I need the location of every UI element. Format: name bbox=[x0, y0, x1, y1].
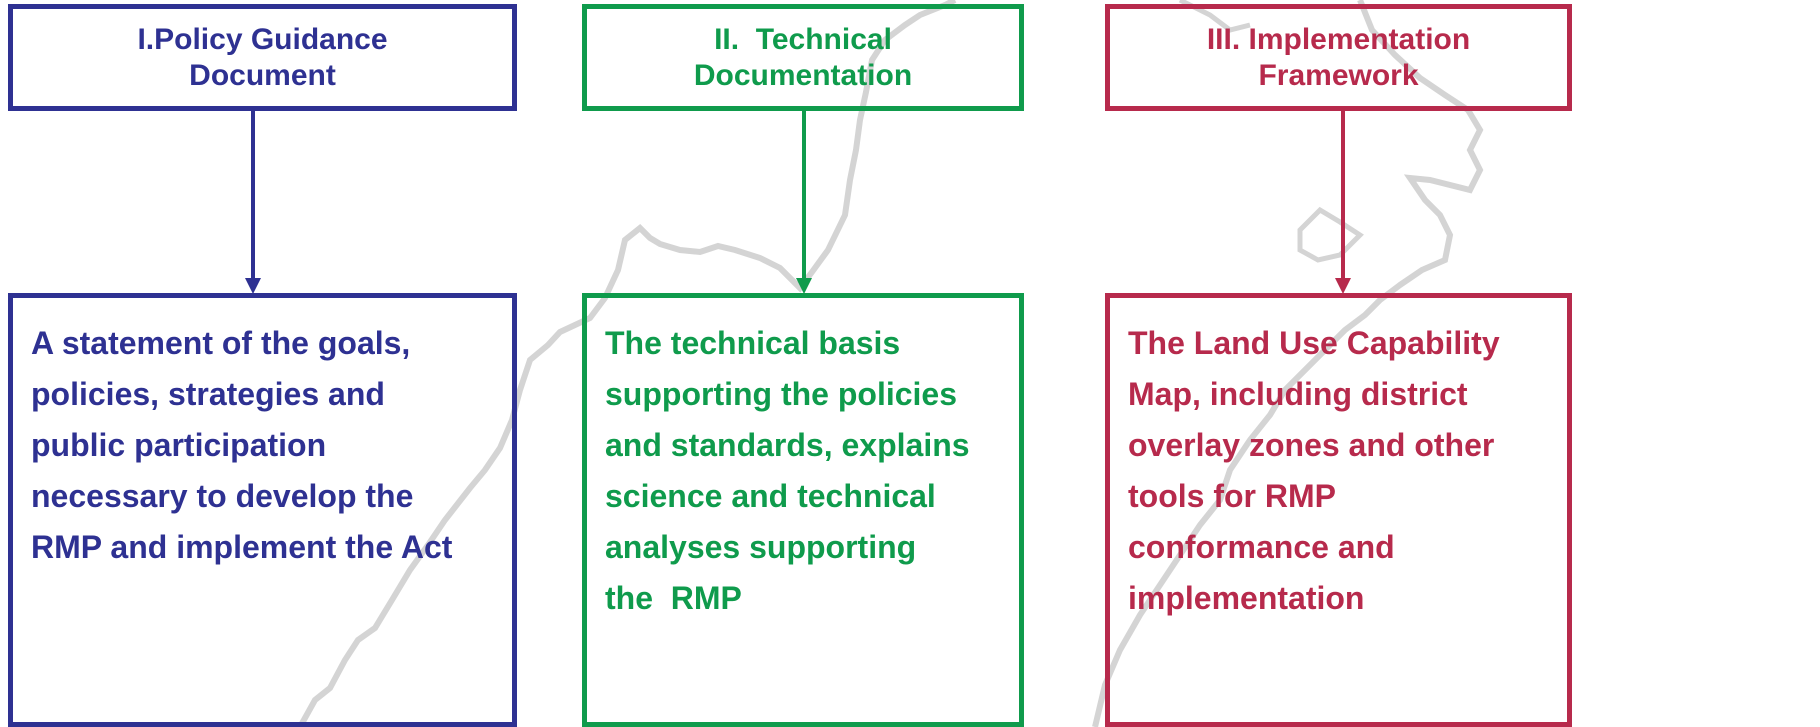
title-line: II. Technical bbox=[714, 22, 892, 56]
title-line: Document bbox=[189, 58, 336, 92]
body-line: supporting the policies bbox=[605, 376, 958, 412]
technical-documentation-title-box: II. Technical Documentation bbox=[582, 4, 1024, 111]
arrow-col1 bbox=[245, 111, 261, 294]
arrow-col3 bbox=[1335, 111, 1351, 294]
body-line: the RMP bbox=[605, 580, 742, 616]
technical-documentation-body-box: The technical basis supporting the polic… bbox=[582, 293, 1024, 727]
body-line: necessary to develop the bbox=[31, 478, 414, 514]
implementation-framework-body-box: The Land Use Capability Map, including d… bbox=[1105, 293, 1572, 727]
title-line: Framework bbox=[1258, 58, 1419, 92]
body-line: The Land Use Capability bbox=[1128, 325, 1500, 361]
title-line: III. Implementation bbox=[1206, 22, 1471, 56]
arrow-col2 bbox=[796, 111, 812, 294]
body-line: tools for RMP bbox=[1128, 478, 1336, 514]
body-line: policies, strategies and bbox=[31, 376, 385, 412]
body-line: Map, including district bbox=[1128, 376, 1468, 412]
body-line: science and technical bbox=[605, 478, 936, 514]
body-line: public participation bbox=[31, 427, 327, 463]
body-line: overlay zones and other bbox=[1128, 427, 1495, 463]
title-line: I.Policy Guidance bbox=[137, 22, 388, 56]
body-line: The technical basis bbox=[605, 325, 901, 361]
body-line: implementation bbox=[1128, 580, 1365, 616]
policy-guidance-body-box: A statement of the goals, policies, stra… bbox=[8, 293, 517, 727]
body-line: and standards, explains bbox=[605, 427, 970, 463]
body-line: RMP and implement the Act bbox=[31, 529, 453, 565]
body-line: A statement of the goals, bbox=[31, 325, 411, 361]
policy-guidance-title-box: I.Policy Guidance Document bbox=[8, 4, 517, 111]
body-line: conformance and bbox=[1128, 529, 1395, 565]
body-line: analyses supporting bbox=[605, 529, 917, 565]
implementation-framework-title-box: III. Implementation Framework bbox=[1105, 4, 1572, 111]
title-line: Documentation bbox=[693, 58, 913, 92]
